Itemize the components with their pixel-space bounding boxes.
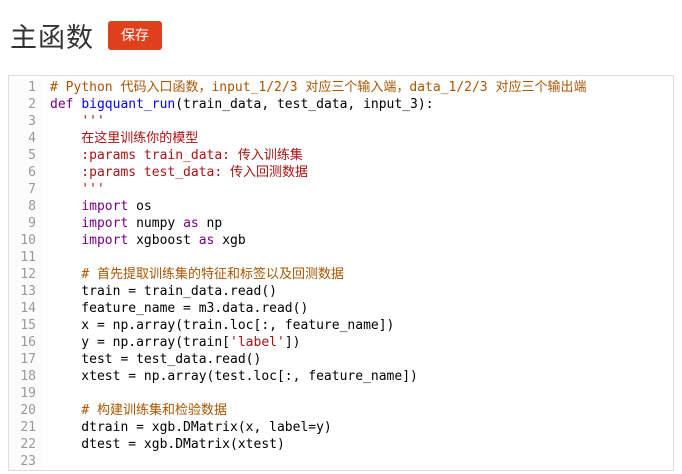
line-number: 18 xyxy=(20,369,36,384)
code-line[interactable]: import os xyxy=(50,198,673,215)
code-token-plain: xtest = np.array(test.loc[:, feature_nam… xyxy=(50,369,418,384)
code-token-keyword: as xyxy=(198,233,215,248)
code-token-plain: feature_name = m3.data.read() xyxy=(50,301,309,316)
line-number: 21 xyxy=(20,420,36,435)
line-number: 6 xyxy=(28,165,36,180)
code-line[interactable] xyxy=(50,385,673,402)
line-number: 3 xyxy=(28,114,36,129)
code-line[interactable]: # Python 代码入口函数，input_1/2/3 对应三个输入端，data… xyxy=(50,79,673,96)
code-token-keyword: as xyxy=(183,216,199,231)
code-token-plain: dtest = xgb.DMatrix(xtest) xyxy=(50,437,285,452)
code-line[interactable]: 在这里训练你的模型 xyxy=(50,130,673,147)
code-line[interactable]: ''' xyxy=(50,181,673,198)
code-line[interactable]: :params train_data: 传入训练集 xyxy=(50,147,673,164)
line-number: 7 xyxy=(28,182,36,197)
code-line[interactable]: # 构建训练集和检验数据 xyxy=(50,402,673,419)
code-area[interactable]: # Python 代码入口函数，input_1/2/3 对应三个输入端，data… xyxy=(43,79,673,470)
code-line[interactable]: dtrain = xgb.DMatrix(x, label=y) xyxy=(50,419,673,436)
code-token-plain: (train_data, test_data, input_3): xyxy=(175,97,434,112)
code-line[interactable]: train = train_data.read() xyxy=(50,283,673,300)
code-token-string: ''' xyxy=(50,182,105,197)
code-token-plain xyxy=(50,216,81,231)
line-number: 8 xyxy=(28,199,36,214)
code-line[interactable]: xtest = np.array(test.loc[:, feature_nam… xyxy=(50,368,673,385)
line-number: 1 xyxy=(28,80,36,95)
code-token-string: ''' xyxy=(81,114,105,129)
code-line[interactable]: # 首先提取训练集的特征和标签以及回测数据 xyxy=(50,266,673,283)
line-number: 9 xyxy=(28,216,36,231)
code-token-plain: train = train_data.read() xyxy=(50,284,277,299)
code-token-def: bigquant_run xyxy=(81,97,176,112)
line-number: 12 xyxy=(20,267,36,282)
page-title: 主函数 xyxy=(10,23,94,53)
code-line[interactable]: import xgboost as xgb xyxy=(50,232,673,249)
code-line[interactable]: ''' xyxy=(50,113,673,130)
code-token-plain: xgboost xyxy=(128,233,199,248)
code-line[interactable]: y = np.array(train['label']) xyxy=(50,334,673,351)
code-token-plain xyxy=(50,403,81,418)
line-number: 22 xyxy=(20,437,36,452)
code-line[interactable]: x = np.array(train.loc[:, feature_name]) xyxy=(50,317,673,334)
code-token-keyword: import xyxy=(81,216,129,231)
code-token-keyword: import xyxy=(81,233,129,248)
code-token-plain xyxy=(50,267,81,282)
code-token-string: 'label' xyxy=(230,335,285,350)
code-token-plain: y = np.array(train[ xyxy=(50,335,231,350)
code-token-comment: # Python 代码入口函数，input_1/2/3 对应三个输入端，data… xyxy=(50,80,587,95)
code-token-string: :params train_data: 传入训练集 xyxy=(50,148,303,163)
code-line[interactable]: feature_name = m3.data.read() xyxy=(50,300,673,317)
code-token-plain xyxy=(50,233,81,248)
code-token-keyword: import xyxy=(81,199,129,214)
line-number: 13 xyxy=(20,284,36,299)
save-button[interactable]: 保存 xyxy=(108,21,162,50)
line-number: 15 xyxy=(20,318,36,333)
code-token-plain xyxy=(50,114,81,129)
code-line[interactable]: def bigquant_run(train_data, test_data, … xyxy=(50,96,673,113)
line-number: 17 xyxy=(20,352,36,367)
code-line[interactable] xyxy=(50,249,673,266)
line-number: 4 xyxy=(28,131,36,146)
code-token-plain: test = test_data.read() xyxy=(50,352,262,367)
code-token-string: 在这里训练你的模型 xyxy=(50,131,199,146)
line-number: 16 xyxy=(20,335,36,350)
code-line[interactable]: test = test_data.read() xyxy=(50,351,673,368)
code-line[interactable]: dtest = xgb.DMatrix(xtest) xyxy=(50,436,673,453)
code-token-plain: os xyxy=(128,199,152,214)
code-token-plain: ]) xyxy=(284,335,301,350)
code-token-plain xyxy=(50,199,81,214)
code-token-string: :params test_data: 传入回测数据 xyxy=(50,165,309,180)
line-number: 23 xyxy=(20,454,36,469)
line-number: 19 xyxy=(20,386,36,401)
code-token-plain: x = np.array(train.loc[:, feature_name]) xyxy=(50,318,395,333)
code-token-plain: np xyxy=(198,216,223,231)
code-token-comment: # 构建训练集和检验数据 xyxy=(81,403,227,418)
line-number: 5 xyxy=(28,148,36,163)
header: 主函数 保存 xyxy=(0,0,682,75)
line-number: 11 xyxy=(20,250,36,265)
code-token-comment: # 首先提取训练集的特征和标签以及回测数据 xyxy=(81,267,344,282)
line-number: 14 xyxy=(20,301,36,316)
code-line[interactable] xyxy=(50,453,673,470)
line-number: 10 xyxy=(20,233,36,248)
code-token-plain: numpy xyxy=(128,216,184,231)
code-line[interactable]: import numpy as np xyxy=(50,215,673,232)
code-token-plain: dtrain = xgb.DMatrix(x, label=y) xyxy=(50,420,332,435)
code-line[interactable]: :params test_data: 传入回测数据 xyxy=(50,164,673,181)
code-token-keyword: def xyxy=(50,97,74,112)
line-number: 2 xyxy=(28,97,36,112)
code-token-plain: xgb xyxy=(214,233,246,248)
line-number: 20 xyxy=(20,403,36,418)
